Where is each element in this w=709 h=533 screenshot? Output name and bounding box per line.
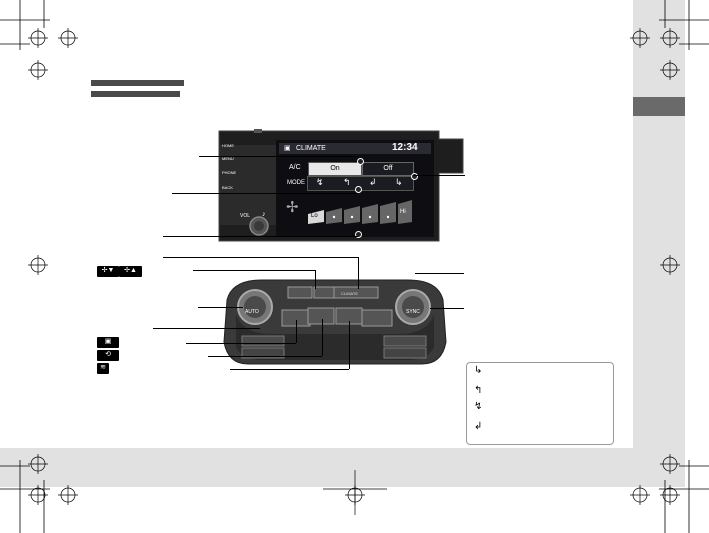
callout-marker-ac bbox=[357, 158, 364, 165]
fan-down-icon: ✢▼ bbox=[97, 266, 119, 277]
callout-line-right-knob bbox=[430, 308, 464, 309]
sync-button-icon: ▣ bbox=[97, 337, 119, 348]
mode-legend-box bbox=[466, 362, 614, 445]
right-margin-band bbox=[633, 0, 685, 487]
ac-off-button[interactable]: Off bbox=[362, 162, 414, 176]
callout-line-mode bbox=[172, 193, 358, 194]
legend-floor-icon: ↲ bbox=[474, 421, 483, 432]
climate-button-label[interactable]: CLIMATE bbox=[341, 291, 359, 296]
callout-line-ac bbox=[199, 156, 359, 157]
mode-label: MODE bbox=[287, 180, 305, 186]
sync-knob-label[interactable]: SYNC bbox=[406, 309, 420, 315]
callout-marker-mode bbox=[355, 186, 362, 193]
mode-face-icon[interactable]: ↰ bbox=[343, 177, 351, 187]
phone-button[interactable]: PHONE bbox=[222, 170, 237, 175]
callout-line-fresh-air bbox=[208, 356, 322, 357]
callout-line-climate-drop bbox=[358, 257, 359, 289]
callout-line-defrost-drop bbox=[349, 321, 350, 369]
ac-label: A/C bbox=[289, 164, 301, 171]
mode-floor-icon[interactable]: ↲ bbox=[369, 177, 377, 187]
callout-line-fan-buttons-drop bbox=[315, 270, 316, 289]
ac-on-button[interactable]: On bbox=[308, 162, 362, 176]
mode-face-floor-icon[interactable]: ↯ bbox=[316, 177, 324, 187]
callout-line-sync bbox=[415, 273, 464, 274]
callout-marker-screen bbox=[411, 173, 418, 180]
callout-line-climate bbox=[163, 257, 358, 258]
fan-speed-bars[interactable] bbox=[306, 198, 414, 226]
volume-label: VOL bbox=[240, 213, 251, 219]
callout-marker-fan bbox=[355, 231, 362, 238]
fan-icon: ✢ bbox=[286, 199, 299, 216]
climate-control-panel bbox=[223, 279, 447, 365]
mode-floor-defrost-icon[interactable]: ↳ bbox=[395, 177, 403, 187]
defrost-icon: ≋ bbox=[97, 363, 109, 374]
fan-low-label: Lo bbox=[311, 213, 318, 219]
callout-line-auto bbox=[198, 307, 243, 308]
callout-line-fan bbox=[163, 236, 358, 237]
climate-header-icon: ▣ bbox=[284, 145, 291, 152]
home-button[interactable]: HOME bbox=[222, 143, 234, 148]
callout-line-fresh-air-drop bbox=[322, 319, 323, 356]
callout-line-recirc bbox=[186, 343, 296, 344]
legend-floor-defrost-icon: ↳ bbox=[474, 365, 483, 376]
clock: 12:34 bbox=[392, 142, 418, 153]
callout-line-left-knob bbox=[153, 328, 260, 329]
auto-knob-label[interactable]: AUTO bbox=[245, 309, 259, 315]
bottom-margin-band bbox=[0, 448, 685, 487]
fan-high-label: Hi bbox=[400, 209, 406, 215]
callout-line-fan-buttons bbox=[193, 270, 315, 271]
section-tab bbox=[633, 97, 685, 116]
callout-line-screen bbox=[413, 175, 465, 176]
legend-face-floor-icon: ↯ bbox=[474, 401, 483, 412]
back-button[interactable]: BACK bbox=[222, 185, 233, 190]
fan-up-icon: ✢▲ bbox=[119, 266, 142, 277]
legend-face-icon: ↰ bbox=[474, 385, 483, 396]
callout-line-defrost bbox=[230, 369, 349, 370]
audio-icon: ♪ bbox=[262, 211, 266, 218]
heading-bar-top bbox=[91, 80, 184, 86]
menu-button[interactable]: MENU bbox=[222, 156, 234, 161]
screen-title: CLIMATE bbox=[296, 145, 326, 152]
callout-line-recirc-drop bbox=[296, 320, 297, 343]
heading-bar-bottom bbox=[91, 91, 180, 97]
recirculation-icon: ⟲ bbox=[97, 350, 119, 361]
